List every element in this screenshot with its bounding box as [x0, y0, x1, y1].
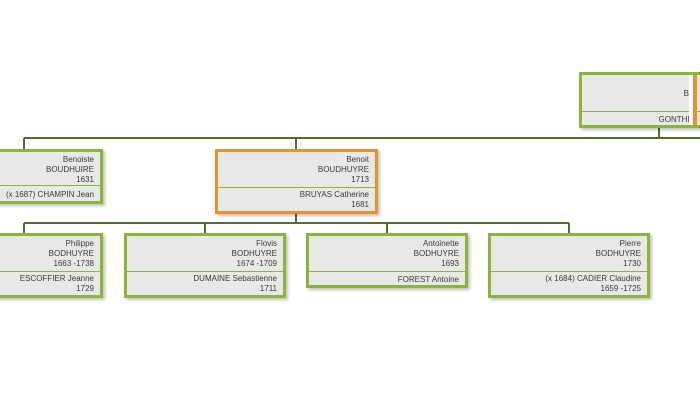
card-divider [582, 111, 700, 112]
person-surname: BODHUYRE [595, 249, 641, 258]
card-gap [689, 75, 693, 125]
card-divider [0, 185, 100, 186]
person-first-name: Benoiste [62, 155, 94, 164]
spouse-name: DUMAINE Sebastienne [193, 274, 277, 283]
spouse-dates: 1659 -1725 [600, 284, 641, 293]
person-first-name: Antoinette [422, 239, 459, 248]
person-card-antoinette[interactable]: Antoinette BODHUYRE 1693 FOREST Antoine [306, 233, 468, 288]
spouse-name: (x 1684) CADIER Claudine [545, 274, 641, 283]
person-first-name: Flovis [256, 239, 277, 248]
card-divider [309, 271, 465, 272]
person-card-benoit[interactable]: Benoit BOUDHUYRE 1713 BRUYAS Catherine 1… [215, 149, 378, 214]
person-dates: 1663 -1738 [53, 259, 94, 268]
person-card-benoiste[interactable]: Benoiste BOUDHUIRE 1631 (x 1687) CHAMPIN… [0, 149, 103, 204]
person-dates: 1674 -1709 [236, 259, 277, 268]
person-surname: BODHUYRE [413, 249, 459, 258]
person-surname: BODHUYRE [48, 249, 94, 258]
card-divider [127, 271, 283, 272]
spouse-name: (x 1687) CHAMPIN Jean [5, 190, 94, 199]
person-dates: 1693 [441, 259, 459, 268]
person-card-philippe[interactable]: Philippe BODHUYRE 1663 -1738 ESCOFFIER J… [0, 233, 103, 298]
card-divider [218, 187, 375, 188]
person-card-flovis[interactable]: Flovis BODHUYRE 1674 -1709 DUMAINE Sebas… [124, 233, 286, 298]
person-name: B [683, 89, 689, 98]
person-first-name: Benoit [346, 155, 369, 164]
selection-marker [693, 75, 697, 125]
person-first-name: Philippe [65, 239, 94, 248]
card-divider [0, 271, 100, 272]
person-surname: BODHUYRE [231, 249, 277, 258]
spouse-name: GONTHIE [658, 115, 695, 124]
spouse-dates: 1681 [351, 200, 369, 209]
person-surname: BOUDHUIRE [45, 165, 94, 174]
person-dates: 1730 [623, 259, 641, 268]
spouse-name: FOREST Antoine [397, 275, 459, 284]
person-dates: 1713 [351, 175, 369, 184]
spouse-dates: 1711 [259, 284, 277, 293]
person-card-root[interactable]: B GONTHIE [579, 72, 700, 128]
person-card-pierre[interactable]: Pierre BODHUYRE 1730 (x 1684) CADIER Cla… [488, 233, 650, 298]
spouse-dates: 1729 [76, 284, 94, 293]
spouse-name: ESCOFFIER Jeanne [19, 274, 94, 283]
person-first-name: Pierre [619, 239, 641, 248]
spouse-name: BRUYAS Catherine [299, 190, 369, 199]
person-surname: BOUDHUYRE [317, 165, 369, 174]
person-dates: 1631 [76, 175, 94, 184]
card-divider [491, 271, 647, 272]
